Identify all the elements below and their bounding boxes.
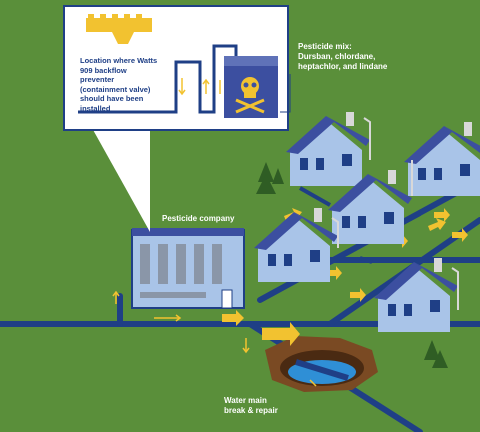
backflow-location-note: Location where Watts 909 backflow preven… — [80, 56, 158, 113]
lamp-post-icon — [363, 117, 371, 160]
house — [374, 258, 458, 332]
water-main-break — [265, 336, 378, 392]
houses — [254, 112, 480, 332]
flow-arrow-icon — [428, 218, 446, 231]
water-main-break-label: Water main break & repair — [224, 396, 278, 415]
tree-icon — [256, 174, 276, 194]
callout-box — [63, 5, 289, 131]
flow-arrow-icon — [326, 266, 342, 280]
flow-arrow-icon — [350, 288, 366, 302]
callout-pointer — [92, 128, 150, 232]
tree-icon — [272, 168, 284, 184]
flow-arrow-icon — [434, 208, 450, 222]
tree-icon — [258, 162, 274, 182]
pesticide-company-label: Pesticide company — [162, 214, 235, 223]
flow-arrow-icon — [222, 310, 244, 326]
skull-crossbones-icon — [235, 77, 265, 114]
pesticide-mix-label: Pesticide mix: Dursban, chlordane, hepta… — [298, 42, 388, 71]
lamp-post-icon — [331, 217, 339, 248]
callout-plumbing — [78, 44, 238, 114]
flow-arrow-icon — [452, 228, 468, 242]
flow-arrow-icon — [262, 322, 300, 346]
lamp-posts — [331, 117, 459, 310]
trees — [256, 162, 448, 368]
backflow-valve-icon — [86, 14, 152, 44]
house — [404, 122, 480, 196]
house — [328, 170, 412, 244]
tree-icon — [424, 340, 440, 360]
small-flow-arrows — [112, 290, 317, 387]
tree-icon — [432, 350, 448, 368]
pesticide-label-leader — [280, 74, 291, 113]
pesticide-company-building — [131, 228, 245, 309]
house — [286, 112, 370, 186]
lamp-post-icon — [451, 267, 459, 310]
callout-small-flow-arrows — [178, 78, 221, 96]
house — [254, 208, 338, 282]
